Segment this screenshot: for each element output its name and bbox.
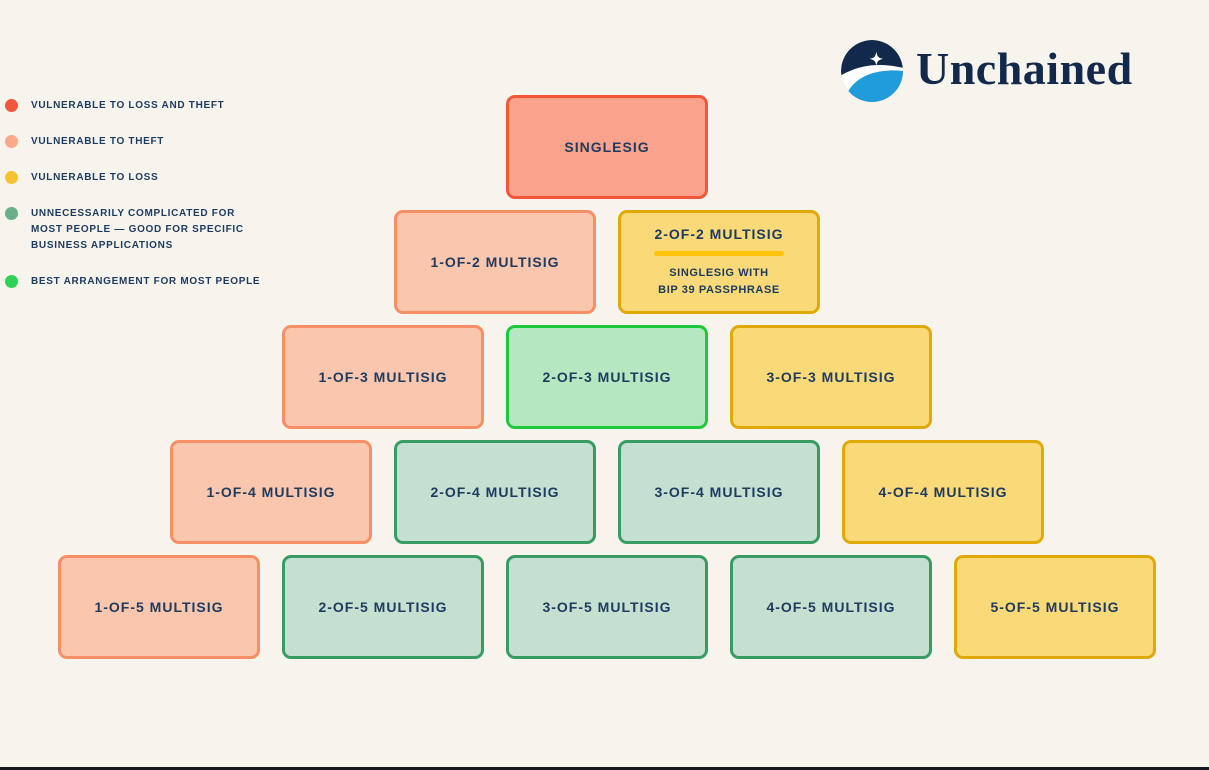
pyramid-box-4-of-4: 4-OF-4 MULTISIG (842, 440, 1044, 544)
legend-item-complicated: UNNECESSARILY COMPLICATED FOR MOST PEOPL… (5, 206, 290, 254)
legend-item-label: VULNERABLE TO LOSS (31, 170, 158, 186)
multisig-pyramid: SINGLESIG 1-OF-2 MULTISIG 2-OF-2 MULTISI… (57, 95, 1157, 659)
box-label: 3-OF-3 MULTISIG (766, 369, 896, 385)
pyramid-row-3: 1-OF-3 MULTISIG 2-OF-3 MULTISIG 3-OF-3 M… (57, 325, 1157, 429)
pyramid-box-2-of-3: 2-OF-3 MULTISIG (506, 325, 708, 429)
legend-dot-yellow (5, 171, 18, 184)
box-label: 2-OF-4 MULTISIG (430, 484, 560, 500)
legend-dot-muted-green (5, 207, 18, 220)
box-subline: BIP 39 PASSPHRASE (658, 283, 780, 296)
pyramid-box-1-of-2: 1-OF-2 MULTISIG (394, 210, 596, 314)
box-label: 3-OF-4 MULTISIG (654, 484, 784, 500)
pyramid-box-3-of-5: 3-OF-5 MULTISIG (506, 555, 708, 659)
pyramid-row-5: 1-OF-5 MULTISIG 2-OF-5 MULTISIG 3-OF-5 M… (57, 555, 1157, 659)
legend-item-label: UNNECESSARILY COMPLICATED FOR MOST PEOPL… (31, 206, 244, 254)
legend-line: VULNERABLE TO THEFT (31, 136, 165, 147)
box-label: 1-OF-2 MULTISIG (430, 254, 560, 270)
unchained-wordmark: Unchained (916, 43, 1133, 94)
legend-line: MOST PEOPLE — GOOD FOR SPECIFIC (31, 224, 244, 235)
pyramid-box-1-of-4: 1-OF-4 MULTISIG (170, 440, 372, 544)
legend-item-label: VULNERABLE TO LOSS AND THEFT (31, 98, 225, 114)
box-label: 2-OF-3 MULTISIG (542, 369, 672, 385)
legend-dot-red (5, 99, 18, 112)
legend-item-label: BEST ARRANGEMENT FOR MOST PEOPLE (31, 274, 260, 290)
pyramid-box-5-of-5: 5-OF-5 MULTISIG (954, 555, 1156, 659)
box-label: 4-OF-4 MULTISIG (878, 484, 1008, 500)
pyramid-box-3-of-3: 3-OF-3 MULTISIG (730, 325, 932, 429)
pyramid-row-4: 1-OF-4 MULTISIG 2-OF-4 MULTISIG 3-OF-4 M… (57, 440, 1157, 544)
legend-line: VULNERABLE TO LOSS (31, 172, 159, 183)
pyramid-row-1: SINGLESIG (57, 95, 1157, 199)
legend-item-label: VULNERABLE TO THEFT (31, 134, 164, 150)
pyramid-box-1-of-3: 1-OF-3 MULTISIG (282, 325, 484, 429)
box-label: 4-OF-5 MULTISIG (766, 599, 896, 615)
box-label: SINGLESIG (564, 139, 650, 155)
pyramid-row-2: 1-OF-2 MULTISIG 2-OF-2 MULTISIG SINGLESI… (57, 210, 1157, 314)
legend-dot-salmon (5, 135, 18, 148)
legend-line: BUSINESS APPLICATIONS (31, 240, 173, 251)
legend-line: UNNECESSARILY COMPLICATED FOR (31, 208, 236, 219)
pyramid-box-4-of-5: 4-OF-5 MULTISIG (730, 555, 932, 659)
unchained-logo-mark-icon (841, 40, 903, 102)
pyramid-box-2-of-4: 2-OF-4 MULTISIG (394, 440, 596, 544)
legend-line: BEST ARRANGEMENT FOR MOST PEOPLE (31, 276, 261, 287)
pyramid-box-2-of-5: 2-OF-5 MULTISIG (282, 555, 484, 659)
box-divider (654, 250, 784, 256)
star-icon (869, 51, 884, 67)
pyramid-box-1-of-5: 1-OF-5 MULTISIG (58, 555, 260, 659)
legend-item-theft: VULNERABLE TO THEFT (5, 134, 290, 150)
legend-item-loss: VULNERABLE TO LOSS (5, 170, 290, 186)
box-subline: SINGLESIG WITH (669, 266, 769, 279)
legend-item-best: BEST ARRANGEMENT FOR MOST PEOPLE (5, 274, 290, 290)
box-label: 2-OF-5 MULTISIG (318, 599, 448, 615)
legend-dot-bright-green (5, 275, 18, 288)
box-label: 2-OF-2 MULTISIG (654, 225, 784, 242)
legend-item-loss-and-theft: VULNERABLE TO LOSS AND THEFT (5, 98, 290, 114)
pyramid-box-singlesig: SINGLESIG (506, 95, 708, 199)
box-label: 3-OF-5 MULTISIG (542, 599, 672, 615)
bottom-border (0, 767, 1209, 770)
box-label: 1-OF-5 MULTISIG (94, 599, 224, 615)
box-label: 5-OF-5 MULTISIG (990, 599, 1120, 615)
box-label: 1-OF-4 MULTISIG (206, 484, 336, 500)
legend: VULNERABLE TO LOSS AND THEFT VULNERABLE … (5, 98, 290, 290)
box-sublabel: SINGLESIG WITH BIP 39 PASSPHRASE (658, 265, 780, 299)
pyramid-box-3-of-4: 3-OF-4 MULTISIG (618, 440, 820, 544)
pyramid-box-2-of-2: 2-OF-2 MULTISIG SINGLESIG WITH BIP 39 PA… (618, 210, 820, 314)
box-label: 1-OF-3 MULTISIG (318, 369, 448, 385)
unchained-logo: Unchained (841, 40, 1133, 102)
legend-line: VULNERABLE TO LOSS AND THEFT (31, 100, 225, 111)
